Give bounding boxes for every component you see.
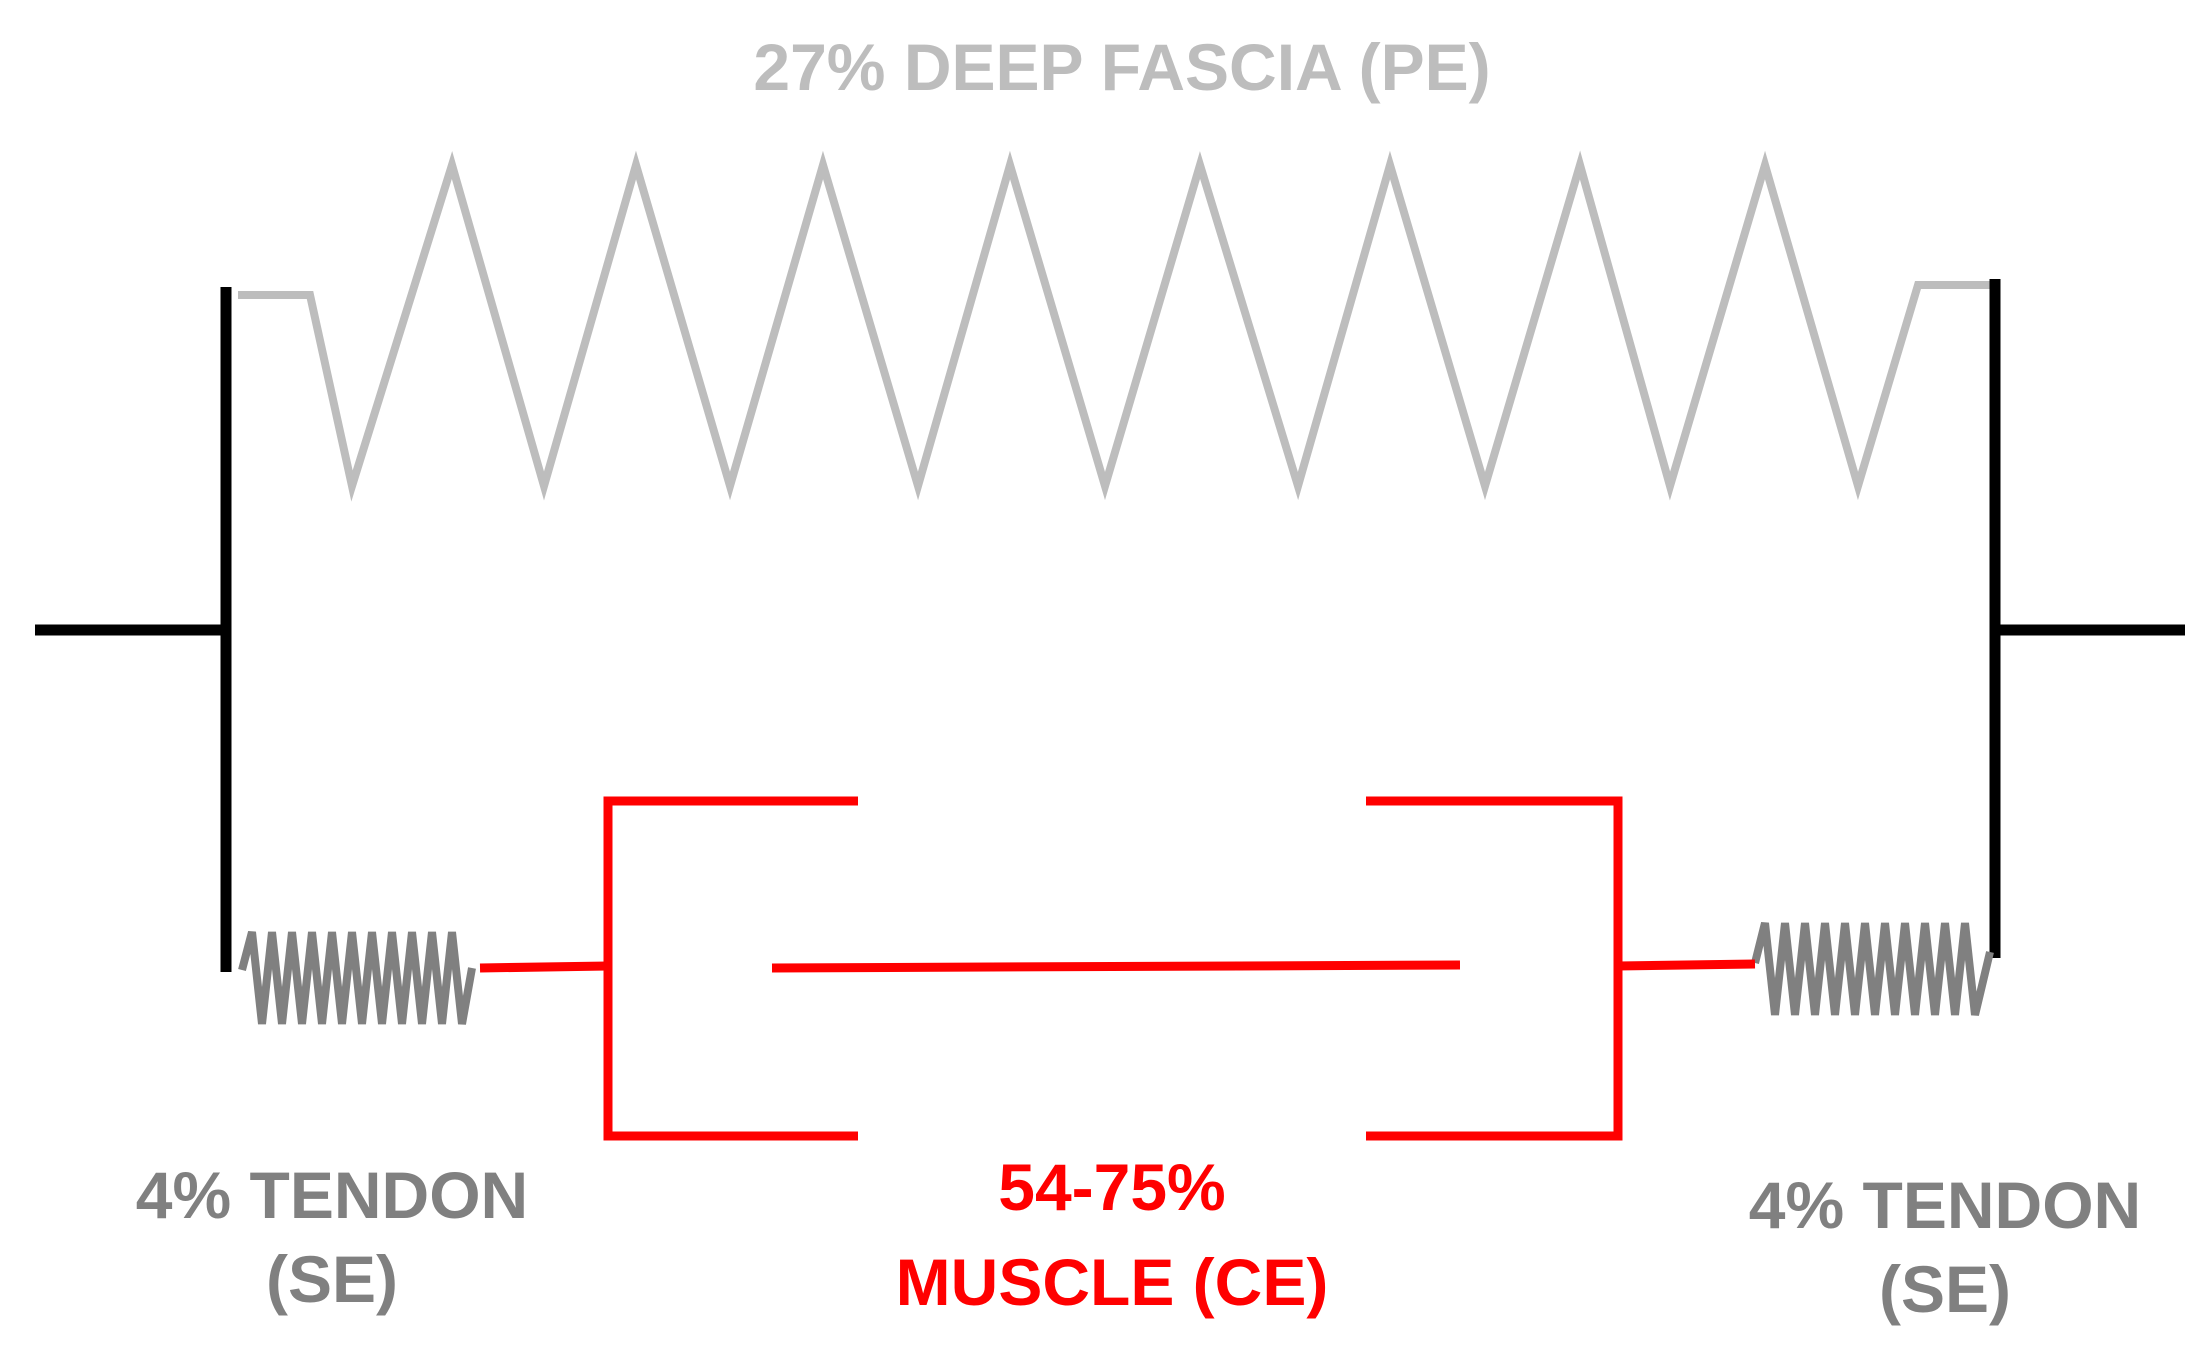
left-red-bracket (603, 796, 858, 1141)
left-tendon-label-line1: 4% TENDON (136, 1158, 528, 1232)
muscle-label-line1: 54-75% (998, 1150, 1226, 1224)
right-tendon-spring (1751, 922, 1994, 1016)
left-red-connector (479, 961, 609, 973)
fascia-label: 27% DEEP FASCIA (PE) (753, 30, 1490, 104)
right-red-connector (1617, 959, 1756, 971)
left-tendon-label-line2: (SE) (266, 1242, 398, 1316)
center-red-filament (771, 960, 1461, 973)
muscle-contractile-element (479, 796, 1756, 1141)
right-tendon-label-line2: (SE) (1879, 1252, 2011, 1326)
outer-frame (35, 279, 2185, 972)
right-tendon-label-line1: 4% TENDON (1749, 1168, 2141, 1242)
right-red-bracket (1366, 796, 1623, 1141)
muscle-label-line2: MUSCLE (CE) (896, 1245, 1329, 1319)
fascia-spring (238, 150, 1995, 502)
left-tendon-spring (238, 930, 476, 1025)
